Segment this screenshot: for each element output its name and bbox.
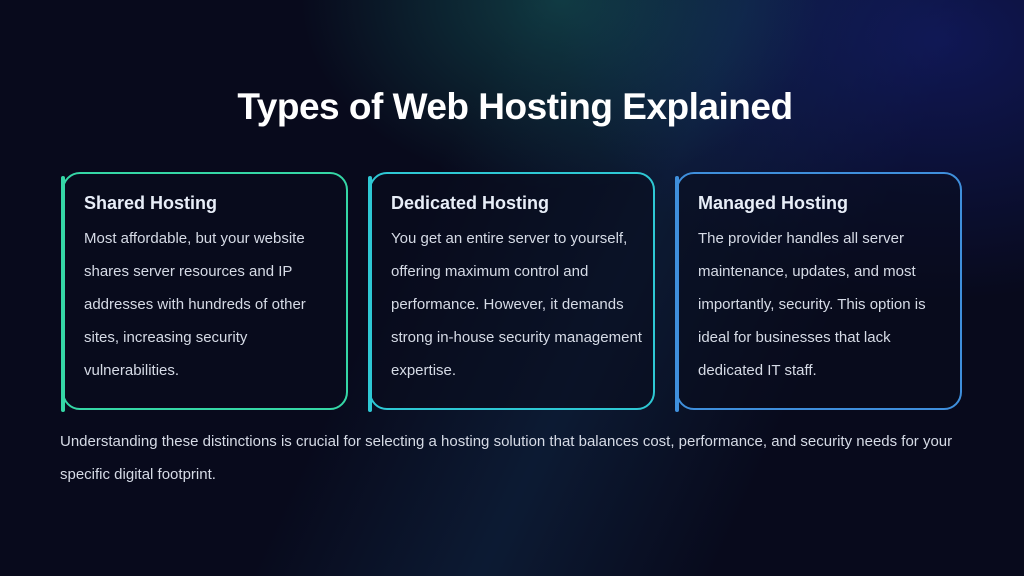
page-title: Types of Web Hosting Explained [237,86,793,127]
card-description: Most affordable, but your website shares… [84,230,306,379]
card-accent-bar [61,176,65,412]
card-heading: Managed Hosting [698,193,849,213]
card-dedicated-hosting: Dedicated Hosting You get an entire serv… [368,172,655,412]
card-heading: Dedicated Hosting [391,193,550,213]
card-description: The provider handles all server maintena… [698,230,926,379]
card-accent-bar [368,176,372,412]
card-description: You get an entire server to yourself, of… [391,230,642,379]
card-shared-hosting: Shared Hosting Most affordable, but your… [61,172,348,412]
card-accent-bar [675,176,679,412]
card-managed-hosting: Managed Hosting The provider handles all… [675,172,962,412]
card-heading: Shared Hosting [84,193,218,213]
summary-text: Understanding these distinctions is cruc… [60,433,953,483]
